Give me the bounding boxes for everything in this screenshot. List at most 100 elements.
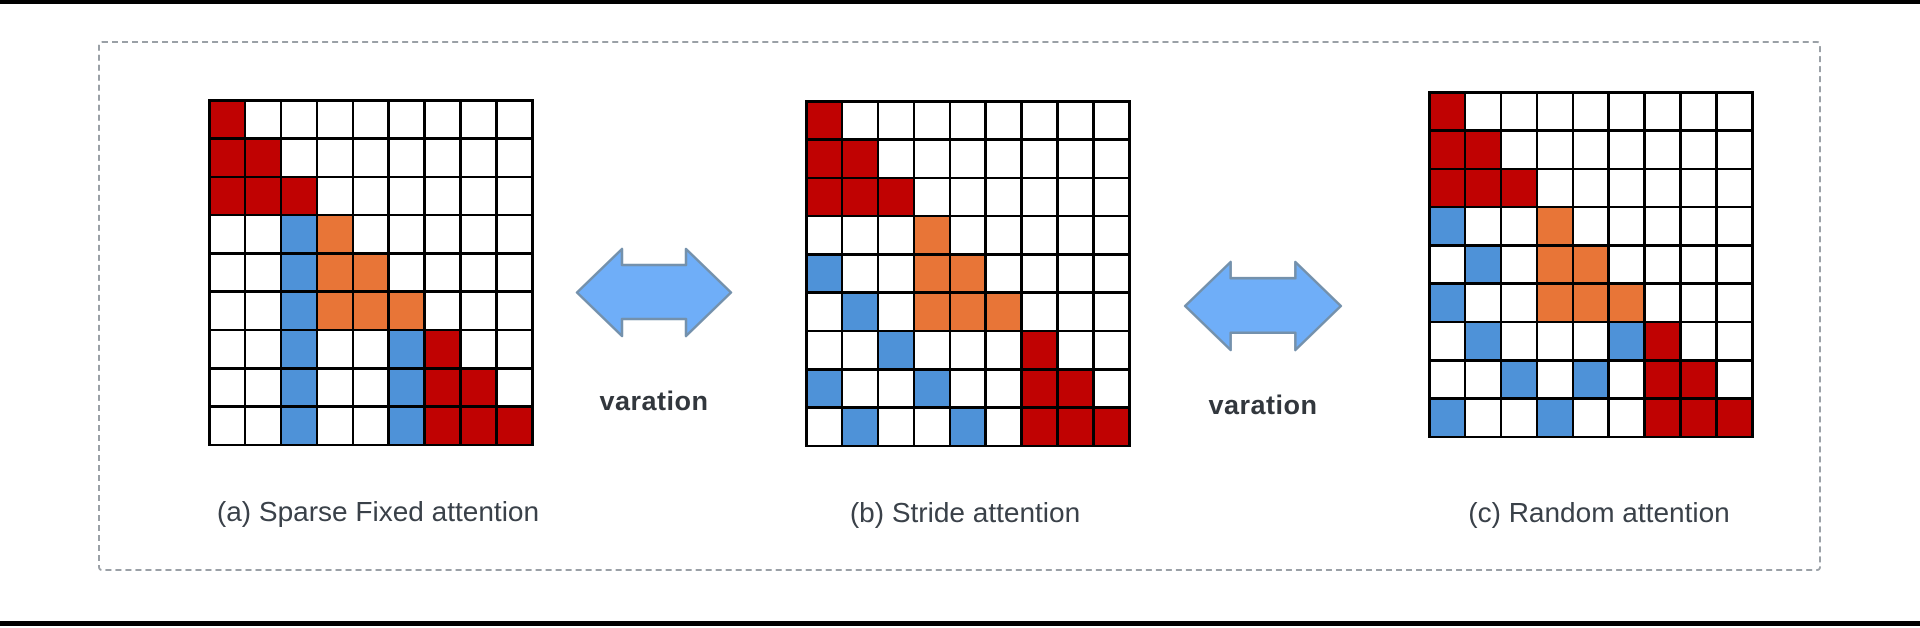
grid-cell-red (1645, 323, 1680, 360)
grid-cell-white (879, 102, 913, 139)
grid-cell-white (497, 216, 532, 253)
grid-cell-white (1094, 179, 1129, 215)
top-border-bar (0, 0, 1920, 4)
grid-cell-blue (389, 369, 424, 406)
grid-cell-white (1094, 102, 1129, 139)
grid-cell-blue (389, 331, 424, 368)
grid-cell-white (210, 407, 244, 444)
grid-cell-white (246, 216, 280, 253)
grid-cell-white (1538, 93, 1572, 130)
grid-cell-orange (318, 254, 352, 291)
grid-cell-white (425, 254, 460, 291)
grid-cell-orange (951, 293, 985, 330)
grid-cell-red (843, 140, 877, 177)
grid-cell-white (1574, 131, 1608, 168)
grid-cell-red (1022, 370, 1057, 407)
grid-cell-white (915, 179, 949, 215)
grid-cell-orange (986, 293, 1021, 330)
grid-cell-orange (318, 292, 352, 329)
grid-cell-blue (1609, 323, 1644, 360)
grid-cell-white (951, 332, 985, 369)
grid-cell-white (461, 216, 496, 253)
grid-cell-white (986, 140, 1021, 177)
grid-cell-blue (282, 407, 316, 444)
grid-cell-orange (354, 292, 388, 329)
grid-cell-white (354, 178, 388, 214)
grid-cell-white (879, 217, 913, 254)
grid-cell-white (843, 102, 877, 139)
grid-cell-white (461, 178, 496, 214)
grid-cell-white (1022, 293, 1057, 330)
grid-cell-red (807, 179, 841, 215)
grid-cell-white (1466, 361, 1500, 398)
grid-cell-red (425, 331, 460, 368)
grid-cell-orange (318, 216, 352, 253)
grid-cell-white (1502, 131, 1536, 168)
grid-cell-white (1094, 293, 1129, 330)
grid-cell-blue (915, 370, 949, 407)
grid-cell-red (210, 178, 244, 214)
grid-cell-white (1574, 93, 1608, 130)
grid-cell-white (497, 369, 532, 406)
grid-cell-red (246, 139, 280, 176)
grid-cell-white (1058, 217, 1093, 254)
grid-cell-white (246, 254, 280, 291)
grid-cell-white (1609, 131, 1644, 168)
grid-cell-white (843, 370, 877, 407)
grid-cell-white (951, 179, 985, 215)
grid-cell-orange (951, 255, 985, 292)
grid-cell-white (1058, 179, 1093, 215)
grid-cell-white (843, 217, 877, 254)
grid-cell-white (389, 101, 424, 138)
grid-cell-red (461, 369, 496, 406)
grid-cell-red (879, 179, 913, 215)
grid-cell-red (282, 178, 316, 214)
variation-label: varation (599, 386, 709, 416)
grid-cell-orange (915, 255, 949, 292)
grid-cell-white (461, 139, 496, 176)
grid-cell-white (1645, 208, 1680, 245)
grid-cell-red (1430, 170, 1464, 206)
grid-cell-white (246, 101, 280, 138)
grid-cell-white (807, 293, 841, 330)
grid-cell-white (318, 139, 352, 176)
grid-cell-red (1022, 408, 1057, 445)
grid-cell-red (807, 140, 841, 177)
grid-cell-red (1466, 170, 1500, 206)
grid-cell-white (354, 216, 388, 253)
double-arrow-icon (575, 247, 733, 338)
grid-cell-white (389, 216, 424, 253)
grid-cell-red (425, 407, 460, 444)
grid-cell-white (879, 370, 913, 407)
grid-cell-white (497, 101, 532, 138)
grid-cell-blue (282, 369, 316, 406)
grid-cell-white (497, 139, 532, 176)
bottom-border-bar (0, 621, 1920, 626)
grid-cell-red (1681, 361, 1716, 398)
grid-cell-white (986, 332, 1021, 369)
grid-cell-white (879, 140, 913, 177)
grid-cell-red (1058, 370, 1093, 407)
grid-cell-white (1430, 361, 1464, 398)
grid-cell-blue (1574, 361, 1608, 398)
grid-cell-blue (282, 331, 316, 368)
grid-cell-white (461, 101, 496, 138)
grid-cell-white (1681, 170, 1716, 206)
grid-cell-red (843, 179, 877, 215)
grid-cell-white (318, 331, 352, 368)
grid-cell-white (1645, 246, 1680, 283)
grid-cell-white (915, 140, 949, 177)
grid-cell-orange (1609, 284, 1644, 321)
grid-cell-white (1538, 131, 1572, 168)
grid-cell-white (1022, 140, 1057, 177)
grid-cell-white (986, 255, 1021, 292)
grid-cell-white (210, 292, 244, 329)
grid-cell-red (246, 178, 280, 214)
grid-cell-blue (951, 408, 985, 445)
grid-cell-blue (1430, 208, 1464, 245)
grid-cell-orange (1538, 284, 1572, 321)
grid-cell-white (1058, 140, 1093, 177)
grid-cell-white (1717, 284, 1752, 321)
grid-cell-blue (389, 407, 424, 444)
